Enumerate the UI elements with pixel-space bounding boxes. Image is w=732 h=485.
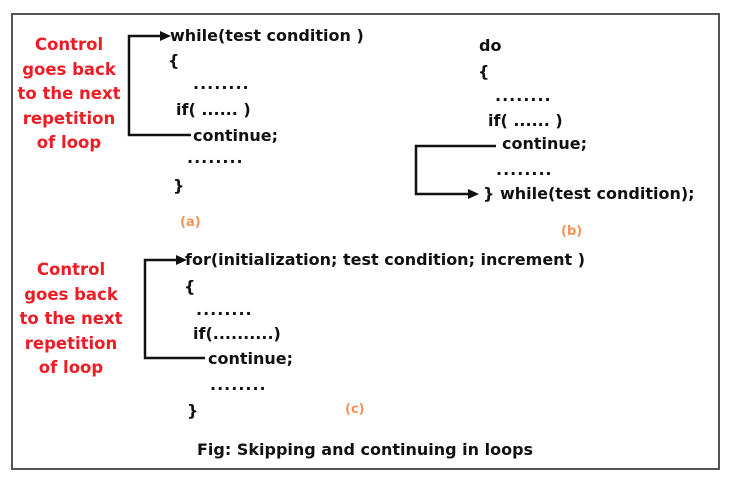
do-statement: do [479,36,502,55]
close-brace-a: } [173,176,185,195]
note-c-line-3: to the next [19,309,123,328]
continue-statement-a: continue; [193,126,279,145]
ellipsis-c-2: ........ [210,375,267,394]
label-b: (b) [561,224,583,239]
do-while-condition: } while(test condition); [483,184,695,203]
control-note-c: Control goes back to the next repetition… [16,258,126,381]
arrowhead-a [160,31,171,41]
label-a: (a) [180,215,201,230]
note-c-line-4: repetition [24,333,118,353]
figure-frame [11,13,720,470]
while-statement: while(test condition ) [170,26,364,45]
if-statement-c: if(..........) [193,324,281,343]
note-a-line-5: of loop [36,133,102,152]
note-c-line-5: of loop [38,358,104,377]
arrowhead-c [176,255,187,265]
close-brace-c: } [187,401,199,420]
note-a-line-4: repetition [22,108,116,128]
note-a-line-2: goes back [22,59,116,79]
label-c: (c) [345,402,365,417]
ellipsis-a-1: ........ [193,74,250,93]
ellipsis-b-2: ........ [496,160,553,179]
note-a-line-1: Control [34,35,104,54]
continue-statement-b: continue; [502,134,588,153]
open-brace-b: { [478,62,490,81]
note-c-line-2: goes back [24,284,118,304]
arrow-b [414,144,496,196]
for-statement: for(initialization; test condition; incr… [185,250,586,269]
note-a-line-3: to the next [17,84,121,103]
ellipsis-a-2: ........ [187,148,244,167]
open-brace-c: { [184,277,196,296]
continue-statement-c: continue; [208,349,294,368]
arrow-a [127,34,191,137]
if-statement-a: if( ...... ) [176,100,251,119]
figure-caption: Fig: Skipping and continuing in loops [197,440,534,459]
open-brace-a: { [168,51,180,70]
ellipsis-b-1: ........ [495,86,552,105]
ellipsis-c-1: ........ [196,300,253,319]
note-c-line-1: Control [36,260,106,279]
arrow-c [143,258,205,360]
control-note-a: Control goes back to the next repetition… [14,33,124,156]
arrowhead-b [468,189,479,199]
if-statement-b: if( ...... ) [488,111,563,130]
